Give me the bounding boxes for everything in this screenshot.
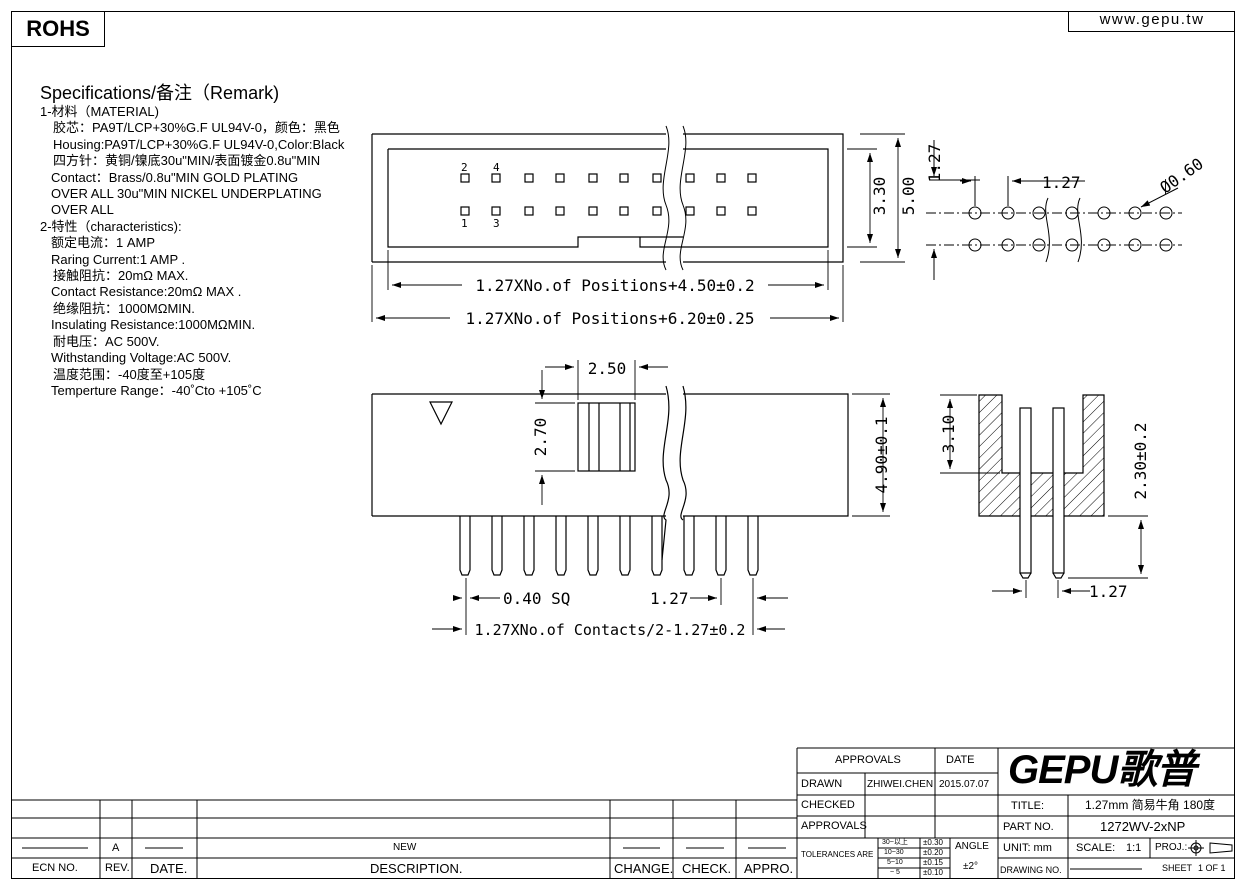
scale-value: 1:1 bbox=[1126, 842, 1142, 854]
specifications-block: Specifications/备注（Remark) 1-材料（MATERIAL)… bbox=[40, 82, 344, 399]
projection-label: PROJ.: bbox=[1155, 842, 1188, 853]
spec-line: 1-材料（MATERIAL) bbox=[40, 104, 159, 119]
ecn-header: ECN NO. bbox=[32, 862, 78, 874]
tol-range: 30~以上 bbox=[882, 839, 908, 846]
top-view-dims bbox=[371, 133, 905, 322]
title-block-grid bbox=[797, 747, 1235, 879]
spec-line: 温度范围：-40度至+105度 bbox=[53, 366, 206, 382]
section-view bbox=[978, 394, 1105, 579]
section-view-dims bbox=[940, 394, 1148, 598]
spec-title: Specifications/备注（Remark) bbox=[40, 83, 280, 103]
spec-line: OVER ALL bbox=[51, 202, 114, 218]
top-view-pins bbox=[460, 173, 757, 216]
angle-label: ANGLE bbox=[955, 841, 989, 852]
rev-header: REV. bbox=[105, 862, 130, 874]
side-view bbox=[371, 385, 849, 576]
dim-contacts: 1.27XNo.of Contacts/2-1.27±0.2 bbox=[475, 621, 746, 639]
dim-section-pitch: 1.27 bbox=[1089, 582, 1128, 601]
tol-value: ±0.15 bbox=[923, 858, 943, 867]
dim-3-30: 3.30 bbox=[870, 177, 889, 216]
pin-label-2: 2 bbox=[461, 161, 468, 174]
dim-pin-size: 0.40 SQ bbox=[503, 589, 570, 608]
unit-label: UNIT: mm bbox=[1003, 842, 1052, 854]
date-col-header: DATE bbox=[946, 754, 975, 766]
rev-value: A bbox=[112, 842, 120, 854]
spec-line: 绝缘阻抗：1000MΩMIN. bbox=[53, 300, 195, 316]
part-no-value: 1272WV-2xNP bbox=[1100, 819, 1186, 834]
tol-value: ±0.10 bbox=[923, 868, 943, 877]
dim-3-10: 3.10 bbox=[939, 415, 958, 454]
dim-2-70: 2.70 bbox=[531, 418, 550, 457]
spec-line: 胶芯：PA9T/LCP+30%G.F UL94V-0，颜色：黑色 bbox=[53, 120, 340, 136]
tol-range: 5~10 bbox=[887, 859, 903, 866]
dim-2-50: 2.50 bbox=[588, 359, 627, 378]
date-header: DATE. bbox=[150, 861, 188, 876]
website-label: www.gepu.tw bbox=[1068, 11, 1235, 32]
spec-line: 接触阻抗：20mΩ MAX. bbox=[53, 268, 189, 284]
part-no-label: PART NO. bbox=[1003, 821, 1054, 833]
drawing-no-label: DRAWING NO. bbox=[1000, 865, 1062, 875]
spec-line: Housing:PA9T/LCP+30%G.F UL94V-0,Color:Bl… bbox=[53, 136, 345, 152]
dim-1-27-pitch-vertical: 1.27 bbox=[925, 144, 944, 183]
description-header: DESCRIPTION. bbox=[370, 861, 463, 876]
check-header: CHECK. bbox=[682, 861, 732, 876]
drawn-by: ZHIWEI.CHEN bbox=[867, 779, 934, 790]
approvals-header: APPROVALS bbox=[835, 754, 901, 766]
footprint-view bbox=[926, 140, 1182, 280]
dim-hole-diameter: Ø0.60 bbox=[1156, 154, 1206, 197]
sheet-label: SHEET bbox=[1162, 863, 1193, 873]
sheet-value: 1 OF 1 bbox=[1198, 863, 1226, 873]
spec-line: 耐电压：AC 500V. bbox=[53, 333, 160, 349]
revision-table-grid bbox=[11, 748, 798, 879]
spec-line: Withstanding Voltage:AC 500V. bbox=[51, 350, 232, 366]
pin-label-1: 1 bbox=[461, 217, 468, 230]
dim-length-620: 1.27XNo.of Positions+6.20±0.25 bbox=[466, 309, 755, 328]
dim-5-00: 5.00 bbox=[899, 177, 918, 216]
spec-line: Contact Resistance:20mΩ MAX . bbox=[51, 284, 242, 300]
tol-value: ±0.20 bbox=[923, 848, 943, 857]
spec-line: Contact：Brass/0.8u"MIN GOLD PLATING bbox=[51, 169, 299, 185]
spec-line: Insulating Resistance:1000MΩMIN. bbox=[51, 317, 256, 333]
approvals-label: APPROVALS bbox=[801, 820, 867, 832]
pin-label-4: 4 bbox=[493, 161, 500, 174]
title-value: 1.27mm 简易牛角 180度 bbox=[1085, 798, 1216, 812]
tolerances-label: TOLERANCES ARE bbox=[801, 850, 874, 859]
pin-label-3: 3 bbox=[493, 217, 500, 230]
spec-line: Raring Current:1 AMP . bbox=[51, 251, 186, 267]
appro-header: APPRO. bbox=[744, 861, 794, 876]
spec-line: 四方针：黄铜/镍底30u"MIN/表面镀金0.8u"MIN bbox=[53, 153, 321, 169]
scale-label: SCALE: bbox=[1076, 842, 1116, 854]
drawing-frame bbox=[11, 11, 1235, 879]
checked-label: CHECKED bbox=[801, 799, 855, 811]
side-view-dims bbox=[432, 360, 890, 635]
drawn-date: 2015.07.07 bbox=[939, 779, 990, 790]
dim-pin-pitch: 1.27 bbox=[650, 589, 689, 608]
dim-1-27-pitch: 1.27 bbox=[1042, 173, 1081, 192]
tol-value: ±0.30 bbox=[923, 838, 943, 847]
rohs-label: ROHS bbox=[11, 11, 105, 47]
tol-range: ~ 5 bbox=[890, 869, 900, 876]
spec-line: Temperture Range：-40˚Cto +105˚C bbox=[51, 382, 262, 398]
dim-2-30: 2.30±0.2 bbox=[1131, 422, 1150, 499]
angle-value: ±2° bbox=[963, 861, 979, 872]
gepu-logo: GEPU歌普 bbox=[1008, 748, 1196, 792]
top-view bbox=[371, 125, 844, 271]
title-label: TITLE: bbox=[1011, 800, 1045, 812]
drawn-label: DRAWN bbox=[801, 778, 843, 790]
spec-line: 2-特性（characteristics): bbox=[40, 218, 182, 234]
change-header: CHANGE. bbox=[614, 861, 674, 876]
spec-line: OVER ALL 30u"MIN NICKEL UNDERPLATING bbox=[51, 186, 322, 202]
description-value: NEW bbox=[393, 842, 417, 853]
tol-range: 10~30 bbox=[884, 849, 904, 856]
dim-length-450: 1.27XNo.of Positions+4.50±0.2 bbox=[475, 276, 754, 295]
dim-4-90: 4.90±0.1 bbox=[872, 416, 891, 493]
spec-line: 额定电流：1 AMP bbox=[51, 235, 156, 251]
